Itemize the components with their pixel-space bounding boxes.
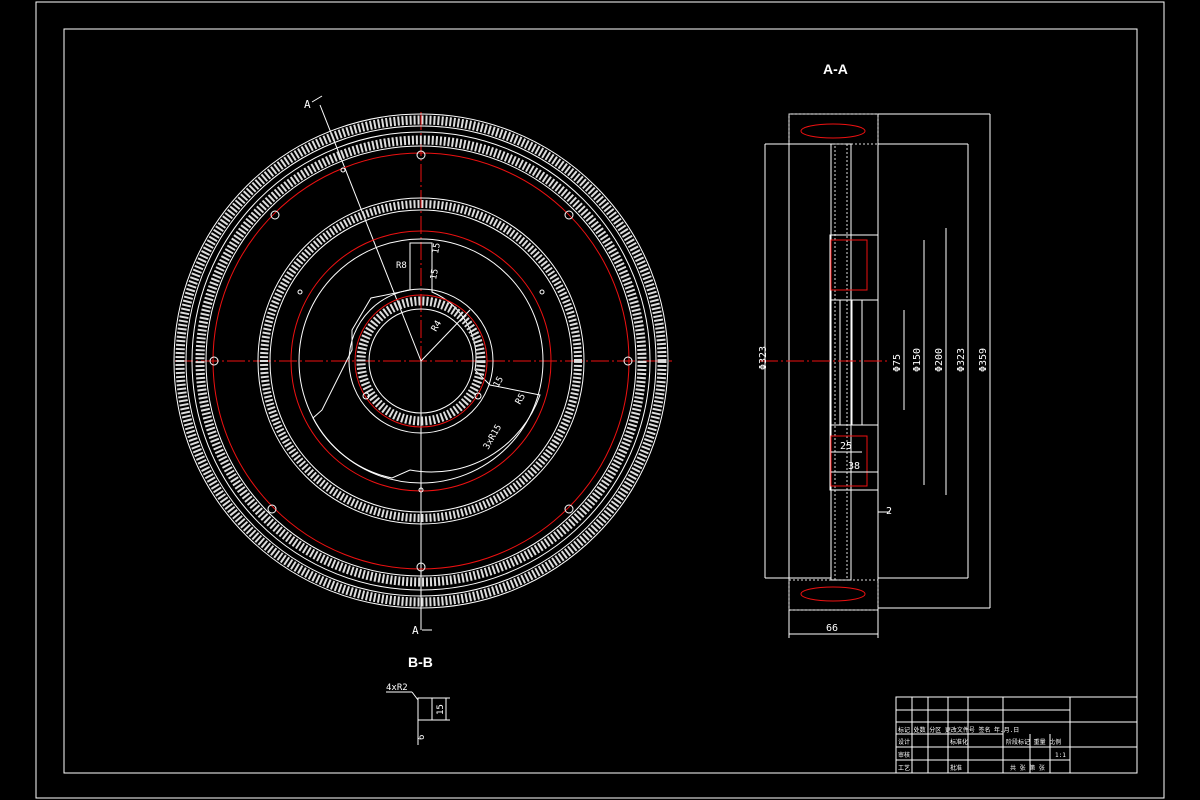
tb-row3: 审核 <box>898 751 910 759</box>
dim-66: 66 <box>826 623 838 634</box>
detail-label: 4xR2 <box>386 683 408 693</box>
hub-red-top <box>830 239 868 291</box>
small-hole <box>340 167 346 173</box>
title-block: 标记 处数 分区 更改文件号 签名 年.月.日 设计 标准化 审核 工艺 批准 … <box>895 696 1138 774</box>
small-hole <box>474 392 482 400</box>
dim-25: 25 <box>840 441 852 452</box>
inner-band-hatch <box>260 200 582 522</box>
bolt-hole <box>564 504 574 514</box>
inner-border <box>63 28 1138 774</box>
dim-front-5: 15 <box>492 375 506 389</box>
detail-bb-title: B-B <box>408 654 433 670</box>
detail-dim-6: 6 <box>417 735 427 740</box>
bolt-circle <box>212 152 630 570</box>
inner-band-outer <box>257 197 585 525</box>
inner-band-inner <box>269 209 573 513</box>
cut-arrow-top <box>311 95 323 103</box>
dim-front-3: 15 <box>429 268 441 280</box>
outer-rim-inner <box>185 125 657 597</box>
hub-red <box>354 294 488 428</box>
detail-view-bb: B-B 4xR2 15 6 <box>386 654 450 745</box>
small-hole <box>297 289 303 295</box>
second-band-outer <box>191 131 651 591</box>
hub-outer <box>348 288 494 434</box>
dim-front-6: R5 <box>514 392 528 406</box>
radius-leader <box>420 309 471 362</box>
hub-hatch <box>356 296 486 426</box>
bolt-hole <box>416 150 426 160</box>
dim-front-2: 15 <box>431 242 443 254</box>
dim-front-7: 3xR15 <box>482 423 504 451</box>
section-aa-title: A-A <box>823 61 848 77</box>
bolt-hole <box>270 210 280 220</box>
dim-left: Φ323 <box>758 346 769 370</box>
detail-block <box>417 697 433 721</box>
section-view-aa: A-A Φ323 Φ75 Φ150 Φ200 Φ32 <box>758 61 991 638</box>
detail-dim-15: 15 <box>436 704 446 715</box>
tire-top <box>788 113 879 145</box>
dim-75: Φ75 <box>892 354 903 372</box>
second-band-inner <box>205 145 637 577</box>
small-hole <box>362 392 370 400</box>
tb-row1: 标记 处数 分区 更改文件号 签名 年.月.日 <box>898 726 1019 734</box>
dim-front-1: R8 <box>396 261 407 271</box>
dim-front-4: R4 <box>430 319 444 333</box>
second-band-hatch <box>195 135 647 587</box>
tire-bottom-red <box>800 586 866 602</box>
mid-white-circle <box>298 238 544 484</box>
tb-right1: 阶段标记 重量 比例 <box>1006 738 1061 746</box>
hub-red-bottom <box>830 435 868 487</box>
dim-38: 38 <box>848 461 860 472</box>
tb-scale: 1:1 <box>1055 752 1066 759</box>
bolt-hole <box>416 562 426 572</box>
bolt-hole <box>267 504 277 514</box>
mid-red-circle <box>290 230 552 492</box>
bore <box>368 308 474 414</box>
dim-200: Φ200 <box>934 348 945 372</box>
bolt-holes <box>209 150 633 572</box>
bolt-hole <box>564 210 574 220</box>
hub-block <box>829 234 879 491</box>
tb-row2b: 标准化 <box>950 738 968 746</box>
tb-right2: 共 张 第 张 <box>1010 764 1045 772</box>
section-outline <box>788 113 879 611</box>
outer-rim-hatch <box>175 115 667 607</box>
dim-359: Φ359 <box>978 348 989 372</box>
bolt-hole <box>209 356 219 366</box>
outer-rim-outer <box>173 113 669 609</box>
small-hole <box>539 289 545 295</box>
dim-2: 2 <box>886 506 892 517</box>
cut-label-bottom: A <box>412 624 419 637</box>
bolt-hole <box>623 356 633 366</box>
web <box>830 143 852 581</box>
outer-border <box>35 1 1165 799</box>
tire-top-red <box>800 123 866 139</box>
tb-row4b: 批准 <box>950 764 962 772</box>
cut-label-top: A <box>304 98 311 111</box>
tb-row2a: 设计 <box>898 738 910 746</box>
dim-323: Φ323 <box>956 348 967 372</box>
front-view: R8 15 15 R4 15 R5 3xR15 A A <box>173 95 672 637</box>
tb-row4a: 工艺 <box>898 764 910 772</box>
dim-150: Φ150 <box>912 348 923 372</box>
small-hole <box>418 487 424 493</box>
title-block-frame <box>895 696 1138 774</box>
web-hatch <box>834 143 848 581</box>
